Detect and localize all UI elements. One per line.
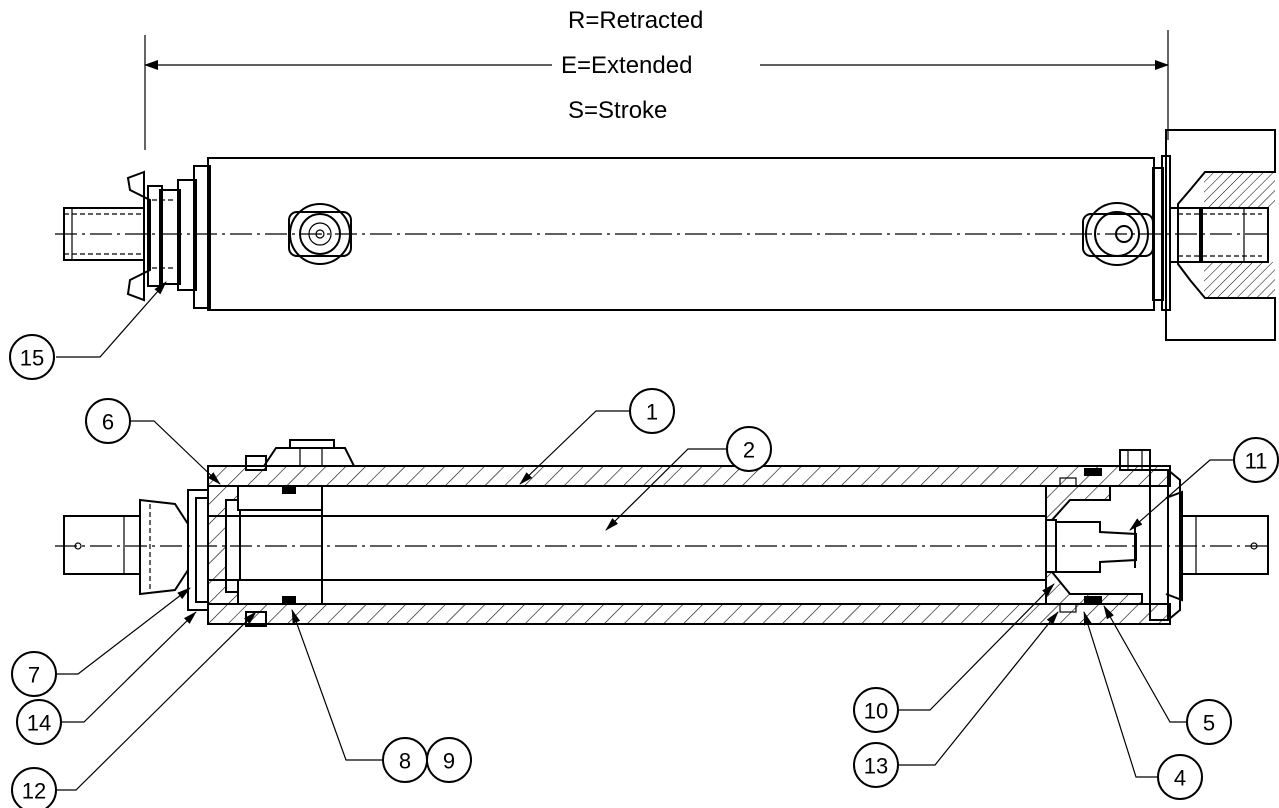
dimension-retracted-label: R=Retracted [568,7,703,34]
left-jam-nut [126,170,181,302]
svg-text:6: 6 [102,410,114,435]
port-left [288,203,352,265]
barrel-wall-bottom [207,603,1171,625]
callout-7: 7 [11,651,57,697]
callout-11: 11 [1233,437,1279,483]
svg-text:8: 8 [399,749,411,774]
callout-10: 10 [853,687,899,733]
callout-4: 4 [1157,754,1203,800]
callout-13: 13 [853,742,899,788]
svg-text:12: 12 [22,779,46,804]
callout-5: 5 [1186,699,1232,745]
cylinder-exterior-view [55,129,1276,341]
svg-text:5: 5 [1203,711,1215,736]
callout-6: 6 [85,398,131,444]
svg-text:10: 10 [864,699,888,724]
callout-2: 2 [726,426,772,472]
svg-text:2: 2 [743,438,755,463]
right-end-assembly [1152,129,1276,341]
left-flange [177,179,197,291]
svg-text:13: 13 [864,754,888,779]
dimension-extended-label: E=Extended [561,52,692,79]
callout-14: 14 [16,699,62,745]
callout-15: 15 [9,334,55,380]
section-right-cap [1119,449,1269,621]
bleed-screw [262,439,356,467]
cylinder-section-view [55,439,1272,627]
svg-text:14: 14 [27,711,51,736]
svg-text:11: 11 [1245,449,1268,474]
callout-12: 12 [11,767,57,808]
barrel-wall-top [207,465,1171,487]
callout-8: 8 [382,737,428,783]
leaders [56,281,1241,791]
svg-text:4: 4 [1174,766,1186,791]
svg-text:7: 7 [28,663,40,688]
svg-text:15: 15 [20,346,44,371]
section-left-nut [139,498,189,596]
overall-length-dimension: R=Retracted E=Extended S=Stroke [144,7,1169,150]
svg-text:9: 9 [443,749,455,774]
svg-text:1: 1 [646,400,658,425]
left-cap [193,165,211,309]
dimension-stroke-label: S=Stroke [568,97,667,124]
piston-rod [207,515,1047,581]
callout-1: 1 [629,388,675,434]
section-piston [1045,468,1143,613]
callout-9: 9 [426,737,472,783]
